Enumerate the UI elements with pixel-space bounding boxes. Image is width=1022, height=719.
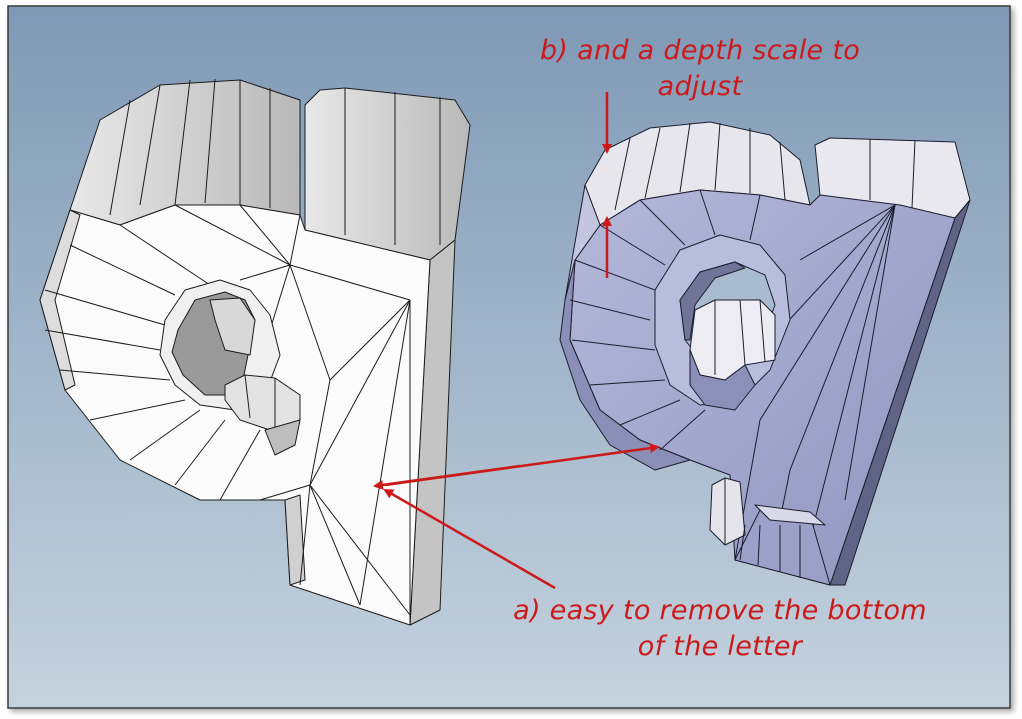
arrow-to-white-letter bbox=[383, 488, 556, 590]
arrow-reverse-to-white bbox=[373, 464, 521, 490]
white-q-model bbox=[39, 78, 471, 626]
depth-scale-annotation: b) and a depth scale to adjust bbox=[490, 33, 910, 105]
annotation-a-line1: a) easy to remove the bottom bbox=[513, 595, 927, 626]
remove-bottom-annotation: a) easy to remove the bottom of the lett… bbox=[470, 593, 970, 665]
annotation-b-line2: adjust bbox=[657, 71, 743, 102]
blue-q-model bbox=[559, 121, 971, 586]
annotation-arrows bbox=[373, 92, 660, 590]
annotation-a-line2: of the letter bbox=[637, 631, 803, 662]
annotation-b-line1: b) and a depth scale to bbox=[539, 35, 861, 66]
